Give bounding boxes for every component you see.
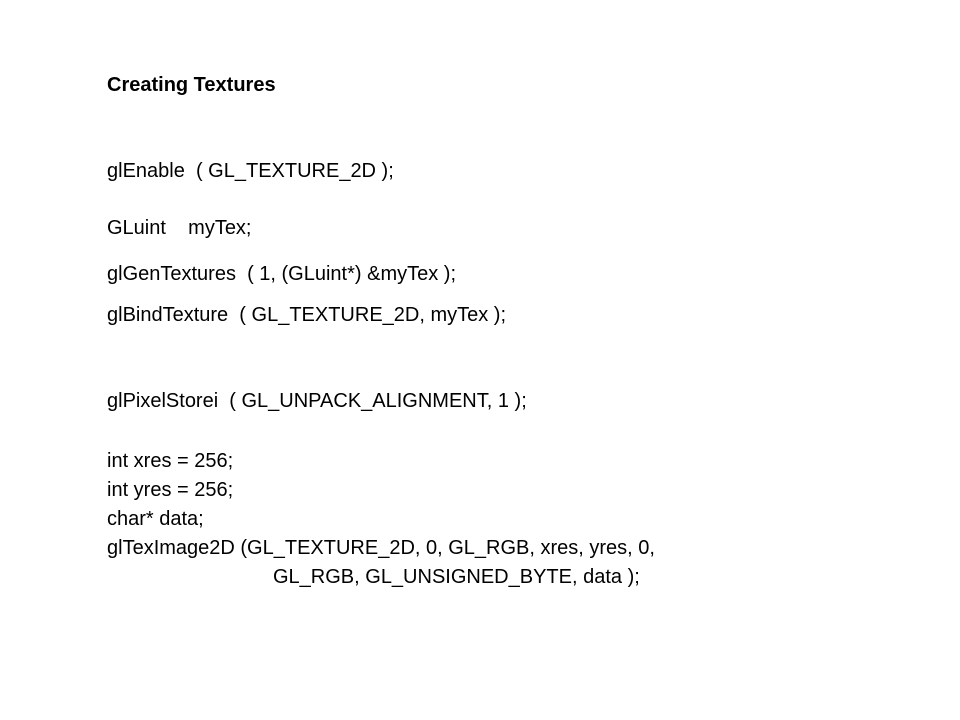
code-line-gl-pixel-storei: glPixelStorei ( GL_UNPACK_ALIGNMENT, 1 )… <box>107 390 527 412</box>
code-line-gluint-declaration: GLuint myTex; <box>107 217 252 239</box>
code-line-xres: int xres = 256; <box>107 450 234 472</box>
code-line-data-pointer: char* data; <box>107 508 204 530</box>
code-line-gl-tex-image-2d: glTexImage2D (GL_TEXTURE_2D, 0, GL_RGB, … <box>107 537 655 559</box>
code-line-gl-bind-texture: glBindTexture ( GL_TEXTURE_2D, myTex ); <box>107 304 507 326</box>
code-line-yres: int yres = 256; <box>107 479 234 501</box>
slide-title: Creating Textures <box>107 74 276 96</box>
code-line-gl-enable: glEnable ( GL_TEXTURE_2D ); <box>107 160 394 182</box>
code-line-gl-tex-image-2d-continued: GL_RGB, GL_UNSIGNED_BYTE, data ); <box>273 566 640 588</box>
code-line-gl-gen-textures: glGenTextures ( 1, (GLuint*) &myTex ); <box>107 263 457 285</box>
